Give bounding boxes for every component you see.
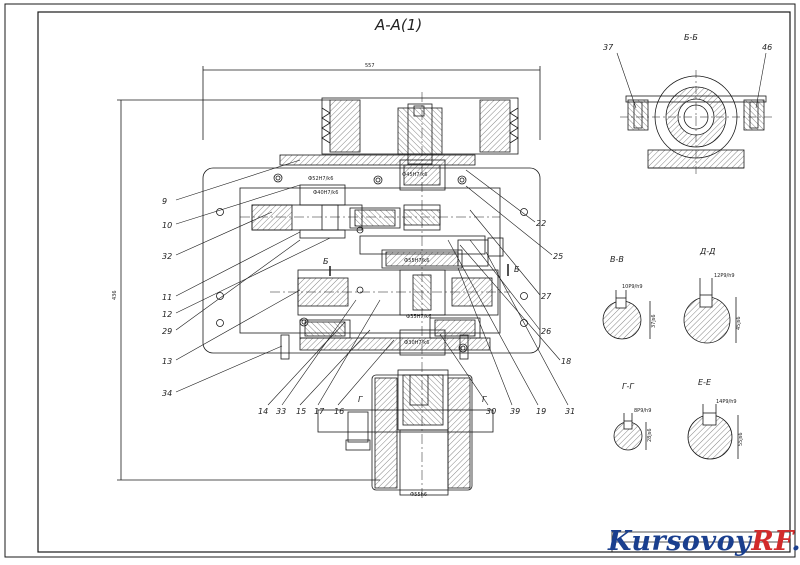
callout-number: 10 [162,221,172,230]
section-v-view: В-В 10Р9/h9 37js6 [602,255,657,340]
section-b-callout: 37 [603,43,614,52]
watermark-part2: RF [751,526,792,557]
output-assembly [317,369,494,496]
section-v-tolerance: 10Р9/h9 [622,284,643,290]
callout-number: 29 [162,327,172,336]
section-b-view: Б-Б 37 46 [603,33,772,175]
fit-label: Ф35Н7/k6 [406,314,431,320]
callout-number: 25 [553,252,563,261]
callout-number: 18 [561,357,571,366]
section-e-tolerance: 14Р9/h9 [716,399,737,405]
drive-pulley [321,97,519,165]
watermark-logo[interactable]: KursovoyRF.ru [608,526,800,557]
callout-number: 16 [334,407,344,416]
callout-number: 30 [486,407,496,416]
callout-number: 11 [162,293,172,302]
callout-number: 19 [536,407,546,416]
callout-number: 12 [162,310,172,319]
cut-mark-b: Б [514,265,520,274]
callout-number: 15 [296,407,306,416]
section-b-title: Б-Б [684,33,698,42]
fit-label: Ф30Н7/k6 [404,340,429,346]
cut-mark-b: Б [323,257,329,266]
fit-label: Ф45Н7/k6 [402,172,427,178]
shaft-bottom-fit: Ф55h6 [410,492,427,498]
section-d-view: Д-Д 12Р9/h9 45js6 [683,247,742,344]
gearbox-housing [202,167,541,354]
section-d-title: Д-Д [699,247,715,256]
callout-number: 33 [276,407,286,416]
callout-number: 17 [314,407,325,416]
callout-number: 39 [510,407,520,416]
section-e-diameter: 55js6 [738,432,744,446]
section-d-tolerance: 12Р9/h9 [714,273,735,279]
fit-label: Ф40Н7/k6 [313,190,338,196]
callout-number: 14 [258,407,268,416]
watermark-part3: .ru [791,526,800,557]
intermediate-shaft [251,184,401,239]
section-v-title: В-В [610,255,624,264]
watermark-part1: Kursovoy [608,526,752,557]
callout-number: 31 [565,407,575,416]
dim-width: 557 [365,63,375,69]
callout-number: 32 [162,252,172,261]
callout-number: 34 [162,389,172,398]
callout-number: 26 [541,327,551,336]
callout-number: 9 [162,197,167,206]
section-e-title: Е-Е [698,378,712,387]
dim-height: 436 [112,290,118,300]
callout-number: 27 [541,292,552,301]
section-g-title: Г-Г [622,382,634,391]
callout-number: 13 [162,357,172,366]
section-v-diameter: 37js6 [651,314,657,328]
section-g-diameter: 28js6 [647,428,653,442]
fit-label: Ф55Н7/k6 [404,258,429,264]
fit-label: Ф52Н7/k6 [308,176,333,182]
section-e-view: Е-Е 14Р9/h9 55js6 [687,378,744,460]
section-g-view: Г-Г 8Р9/h9 28js6 [613,382,653,451]
callout-number: 22 [536,219,546,228]
section-d-diameter: 45js6 [736,316,742,330]
cut-mark-g: Г [358,395,363,404]
section-b-callout: 46 [762,43,772,52]
drawing-frame [37,11,791,553]
main-view-title: А-А(1) [374,16,422,34]
section-g-tolerance: 8Р9/h9 [634,408,651,414]
